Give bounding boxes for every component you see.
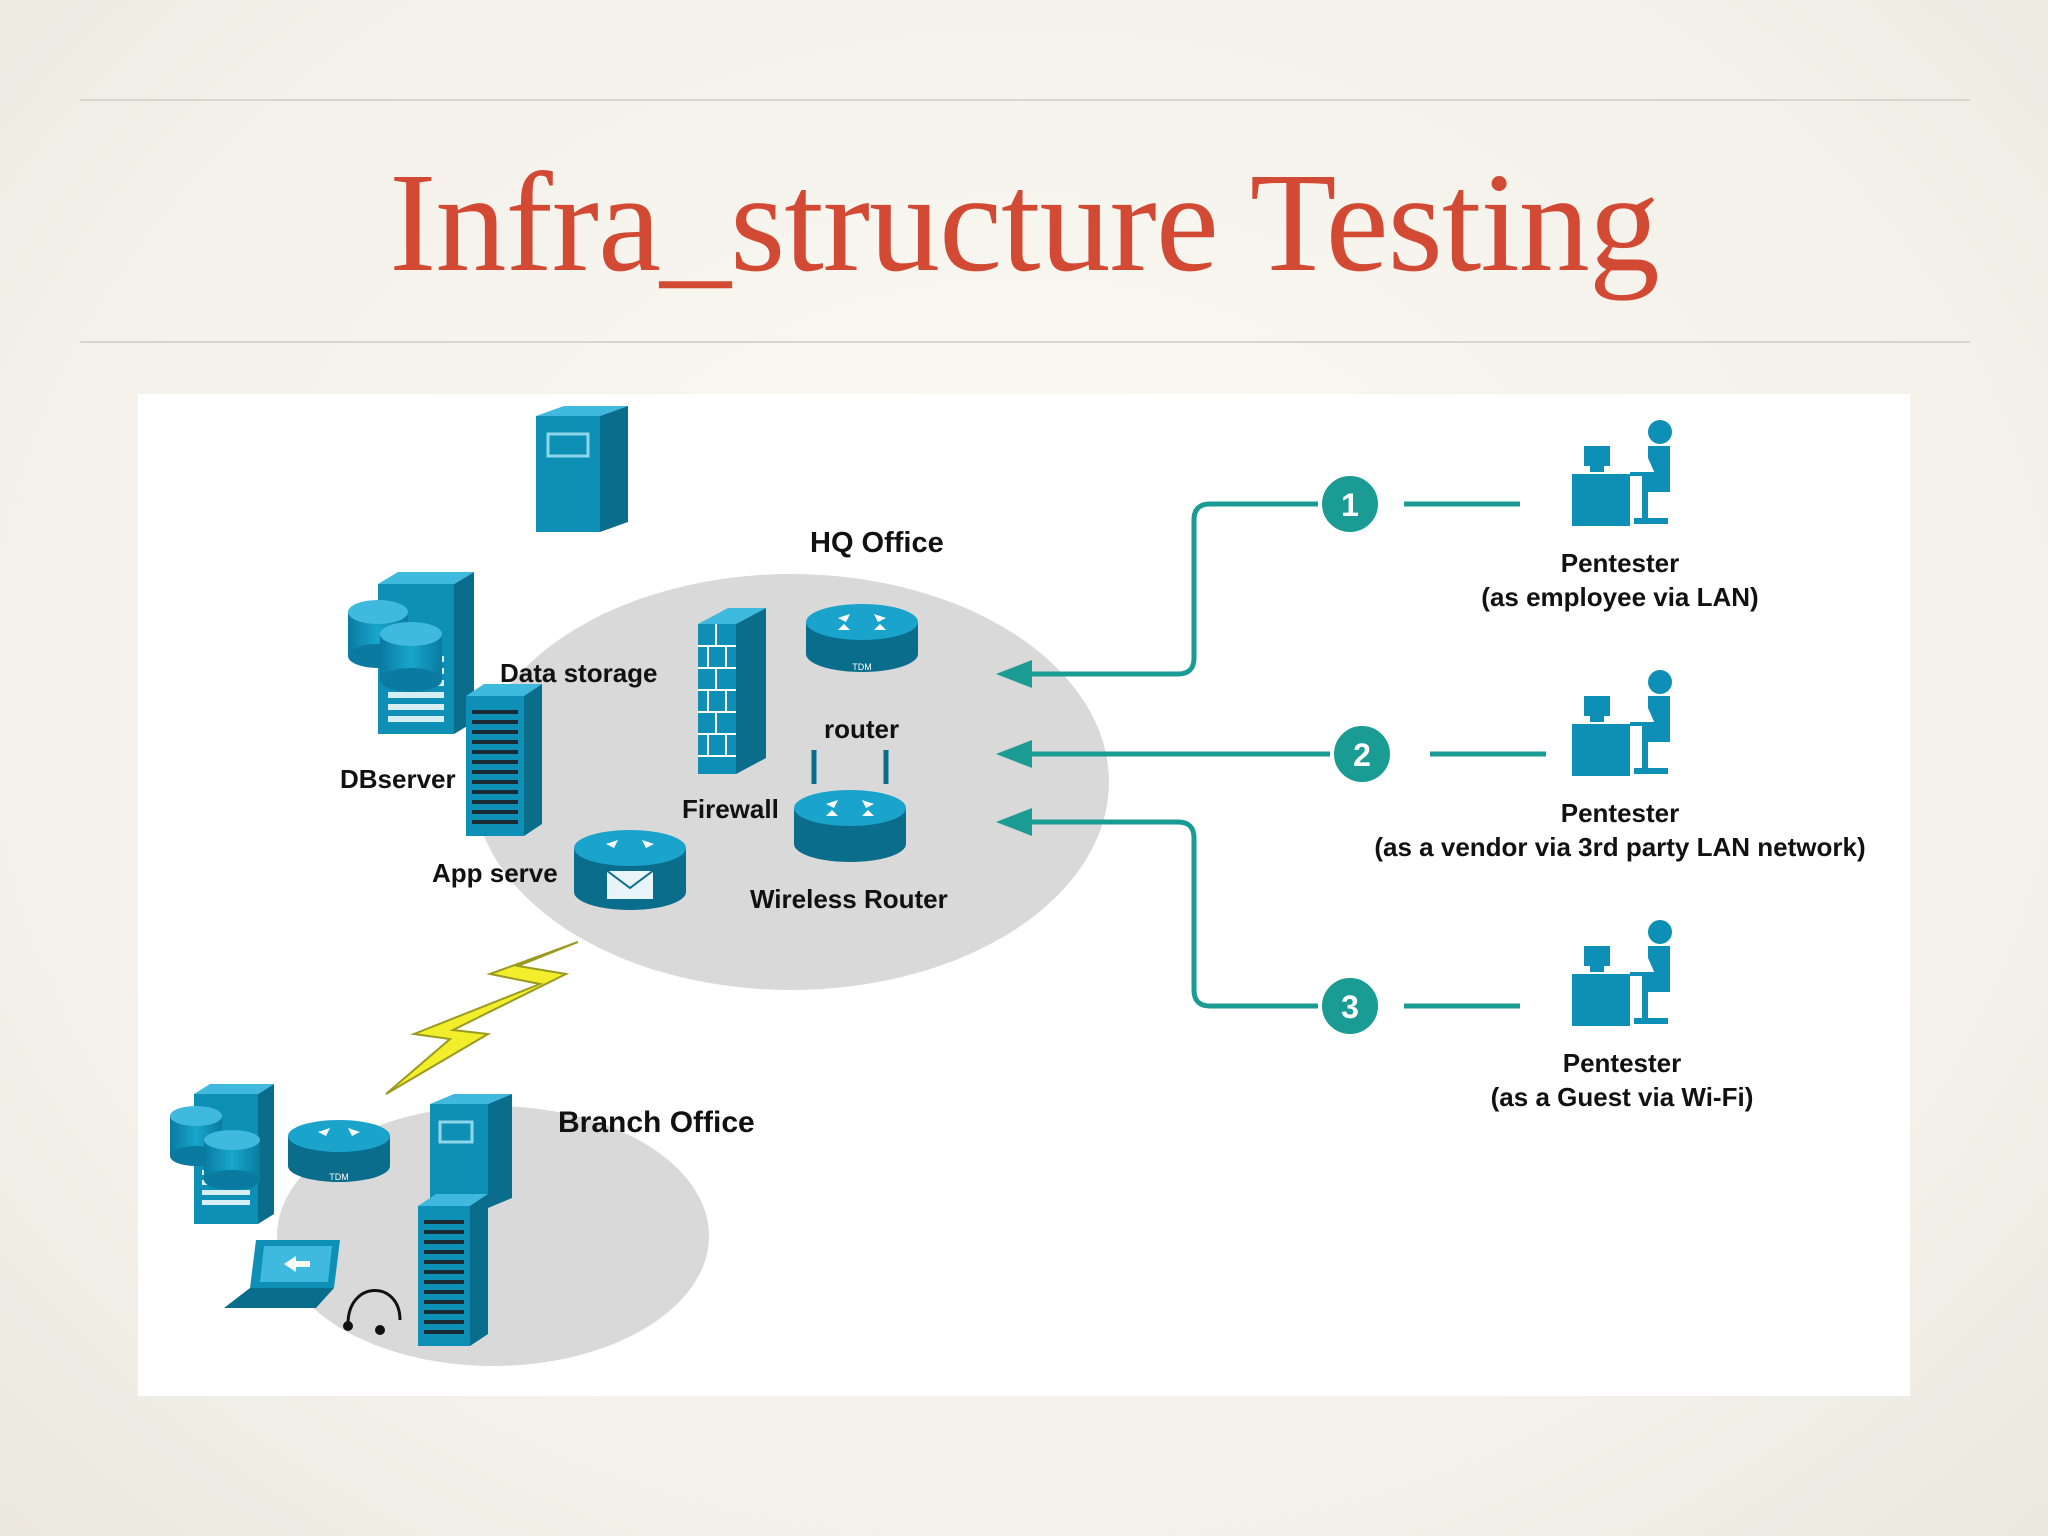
svg-text:TDM: TDM bbox=[852, 662, 872, 672]
diagram-panel: TDM bbox=[138, 394, 1910, 1396]
connection-line-1 bbox=[1008, 501, 1520, 677]
badge-2: 2 bbox=[1330, 722, 1394, 786]
branch-router-icon: TDM bbox=[288, 1120, 390, 1182]
hq-office-zone bbox=[473, 574, 1109, 990]
pentester-1-role: Pentester bbox=[1561, 548, 1680, 578]
pentester-3-detail: (as a Guest via Wi-Fi) bbox=[1491, 1082, 1754, 1112]
arrowhead-1 bbox=[996, 660, 1032, 688]
firewall-label: Firewall bbox=[682, 794, 779, 824]
app-server-icon bbox=[466, 684, 542, 836]
top-rule bbox=[80, 99, 1970, 101]
branch-office-label: Branch Office bbox=[558, 1106, 755, 1139]
connection-line-3 bbox=[1008, 819, 1520, 1009]
pentester-1-detail: (as employee via LAN) bbox=[1481, 582, 1758, 612]
badge-1-number: 1 bbox=[1341, 487, 1359, 523]
wireless-router-icon bbox=[794, 750, 906, 862]
data-storage-icon bbox=[536, 406, 628, 532]
branch-laptop-icon bbox=[224, 1240, 340, 1308]
svg-text:TDM: TDM bbox=[329, 1172, 349, 1182]
branch-db-server-icon bbox=[170, 1084, 274, 1224]
db-server-label: DBserver bbox=[340, 764, 456, 794]
wireless-router-label: Wireless Router bbox=[750, 884, 948, 914]
branch-storage-icon bbox=[430, 1094, 512, 1208]
badge-1: 1 bbox=[1318, 472, 1382, 536]
badge-3: 3 bbox=[1318, 974, 1382, 1038]
hq-office-label: HQ Office bbox=[810, 527, 944, 559]
branch-server-rack-icon bbox=[418, 1194, 488, 1346]
badge-2-number: 2 bbox=[1353, 737, 1371, 773]
pentester-2-role: Pentester bbox=[1561, 798, 1680, 828]
connection-lines bbox=[1008, 501, 1546, 1009]
pentester-3-role: Pentester bbox=[1563, 1048, 1682, 1078]
badge-3-number: 3 bbox=[1341, 989, 1359, 1025]
pentester-2-icon bbox=[1572, 670, 1672, 776]
branch-headset-icon bbox=[343, 1289, 402, 1335]
firewall-icon bbox=[698, 608, 766, 774]
bottom-rule bbox=[80, 341, 1970, 343]
mail-router-icon bbox=[574, 830, 686, 910]
router-icon: TDM bbox=[806, 604, 918, 672]
wan-link-bolt bbox=[385, 941, 579, 1095]
pentester-2-detail: (as a vendor via 3rd party LAN network) bbox=[1374, 832, 1865, 862]
arrowhead-2 bbox=[996, 740, 1032, 768]
data-storage-label: Data storage bbox=[500, 658, 658, 688]
pentester-3-icon bbox=[1572, 920, 1672, 1026]
slide-title: Infra_structure Testing bbox=[389, 143, 1660, 301]
arrowhead-3 bbox=[996, 808, 1032, 836]
network-diagram: TDM bbox=[170, 406, 1866, 1366]
router-label: router bbox=[824, 714, 899, 744]
app-server-label: App serve bbox=[432, 858, 558, 888]
db-server-icon bbox=[348, 572, 474, 734]
arrowheads bbox=[996, 660, 1032, 836]
pentester-1-icon bbox=[1572, 420, 1672, 526]
